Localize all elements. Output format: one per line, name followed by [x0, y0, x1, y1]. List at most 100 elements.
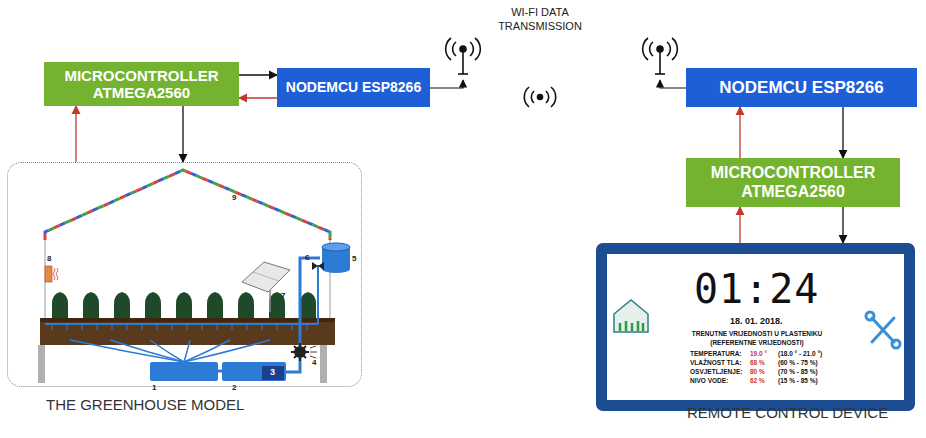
greenhouse-icon [614, 300, 648, 332]
drain-pipe [70, 340, 184, 362]
drip-pipe [52, 325, 53, 330]
tools-icon [892, 340, 900, 348]
drain-pipe [110, 340, 184, 362]
antenna-wire [430, 80, 463, 88]
pipe [218, 370, 222, 373]
drain-pipe [184, 340, 230, 362]
heater [45, 266, 52, 282]
callout-number: 2 [232, 383, 236, 392]
solar-panel [242, 262, 290, 292]
callout-number: 6 [305, 253, 309, 262]
plant-row [52, 292, 316, 318]
antenna-icon [643, 38, 678, 60]
pump-gear [294, 346, 306, 358]
device-heading: THE GREENHOUSE MODEL [46, 396, 244, 413]
microcontroller-box: MICROCONTROLLER ATMEGA2560 [44, 62, 239, 106]
drip-pipe [292, 325, 293, 330]
wifi-symbol [538, 95, 543, 100]
antenna-icon [655, 73, 665, 75]
tools-icon [872, 318, 894, 342]
table-cell: VLAŽNOST TLA: [690, 359, 742, 366]
drip-pipe [187, 325, 188, 330]
antenna-icon [446, 38, 481, 60]
antenna-icon [458, 73, 468, 75]
greenhouse-frame [45, 232, 330, 318]
antenna-icon [446, 38, 481, 74]
table-cell: (18.0 ° - 21.0 °) [778, 350, 822, 357]
drip-pipe [202, 325, 203, 330]
water-reservoir [322, 265, 350, 273]
collection-tank [150, 362, 218, 381]
connector-arrow [182, 106, 183, 162]
air-flow [310, 346, 317, 358]
box-label: MICROCONTROLLER ATMEGA2560 [50, 67, 233, 102]
table-cell: 68 % [750, 359, 765, 366]
plant-row [269, 292, 285, 318]
water-tank [222, 362, 286, 381]
drip-pipe [217, 325, 218, 330]
greenhouse-roof [45, 170, 330, 240]
drip-pipe [97, 325, 98, 330]
box-label: NODEMCU ESP8266 [286, 79, 421, 95]
connector-arrow [842, 107, 843, 158]
callout-number: 1 [152, 383, 156, 392]
greenhouse-leg [320, 345, 327, 383]
table-cell: (15 % - 85 %) [778, 377, 818, 384]
greenhouse-roof [45, 170, 330, 240]
pipe [286, 258, 320, 372]
drip-pipe [307, 325, 308, 330]
drain-pipe [184, 340, 270, 362]
drip-pipe [45, 323, 318, 325]
soil [40, 318, 335, 345]
greenhouse-roof [45, 170, 330, 240]
microcontroller-box: MICROCONTROLLER ATMEGA2560 [686, 158, 900, 207]
antenna-icon [460, 46, 466, 52]
tools-icon [866, 312, 900, 348]
pump-block [262, 366, 284, 380]
connector-arrow [239, 74, 277, 75]
solar-panel [242, 262, 290, 312]
drip-pipe [67, 325, 68, 330]
antenna-icon [462, 52, 464, 74]
drip-pipe [172, 325, 173, 330]
plant-row [145, 292, 161, 318]
drip-pipe [52, 325, 307, 330]
drip-pipe [157, 325, 158, 330]
drain-pipe [70, 340, 270, 362]
connector-arrow [75, 106, 76, 162]
connector-arrow [842, 207, 843, 243]
table-cell: (60 % - 75 %) [778, 359, 818, 366]
screen-heading: TRENUTNE VRIJEDNOSTI U PLASTENIKU [657, 330, 857, 337]
table-cell: 19.0 ° [750, 350, 767, 357]
callout-number: 5 [352, 254, 356, 263]
wifi-module-box: NODEMCU ESP8266 [686, 68, 917, 107]
drip-pipe [232, 325, 233, 330]
table-cell: 80 % [750, 368, 765, 375]
greenhouse-model: THE GREENHOUSE MODEL [7, 162, 362, 387]
greenhouse-icon [620, 321, 643, 331]
plant-row [52, 292, 68, 318]
drip-pipe [142, 325, 143, 330]
antenna-icon [659, 52, 661, 74]
antenna-icon [643, 38, 678, 74]
valve [312, 262, 324, 270]
plant-row [114, 292, 130, 318]
connector-arrow [739, 207, 740, 243]
greenhouse-leg [38, 345, 45, 383]
heater [45, 266, 58, 282]
callout-number: 9 [232, 193, 236, 202]
connector-arrow [239, 97, 277, 98]
drip-pipe [112, 325, 113, 330]
box-label: MICROCONTROLLER ATMEGA2560 [692, 164, 894, 201]
soil-top [40, 318, 335, 322]
table-cell: NIVO VODE: [690, 377, 728, 384]
pump-gear [294, 346, 306, 358]
drip-pipe [277, 325, 278, 330]
drip-pipe [262, 325, 263, 330]
water-reservoir [322, 243, 350, 251]
table-cell: TEMPERATURA: [690, 350, 742, 357]
table-cell: OSVJETLJENJE: [690, 368, 742, 375]
callout-number: 8 [47, 254, 51, 263]
